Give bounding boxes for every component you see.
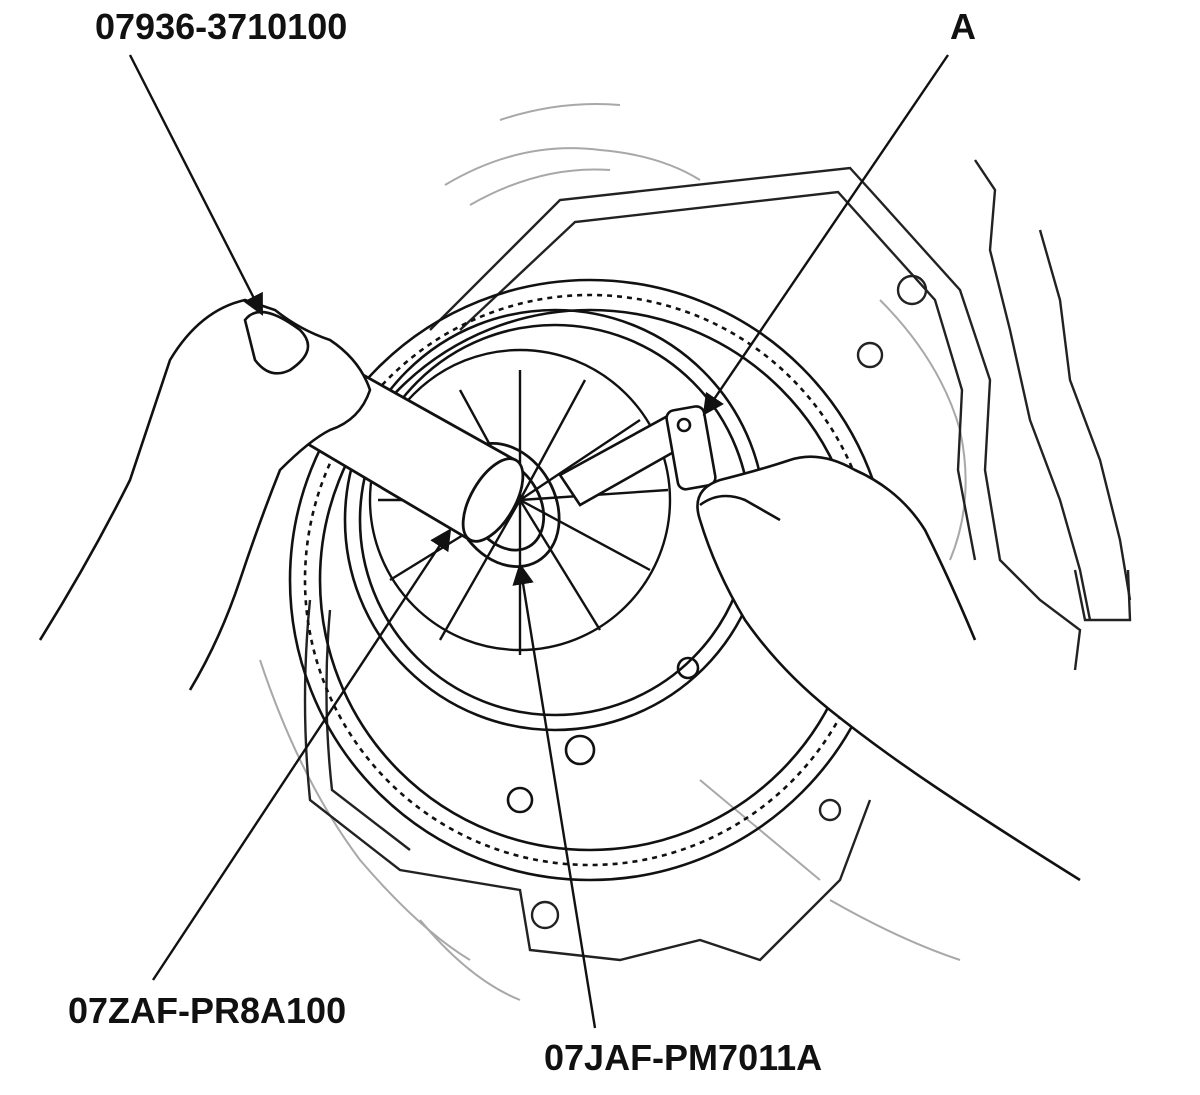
- left-hand: [38, 298, 372, 691]
- leader-a: [702, 54, 949, 416]
- leader-07jaf-pm7011a: [512, 562, 597, 1029]
- leader-07zaf-pr8a100: [151, 528, 452, 981]
- transmission-case-plate: [303, 166, 1082, 962]
- engine-housing-outline: [259, 103, 967, 1001]
- right-hand: [696, 455, 1081, 882]
- leader-07936-3710100: [128, 54, 264, 316]
- callout-tool-07jaf: 07JAF-PM7011A: [544, 1037, 823, 1078]
- lever-a: [558, 405, 717, 507]
- pressure-plate: [343, 308, 767, 814]
- callout-tool-07zaf: 07ZAF-PR8A100: [68, 990, 347, 1031]
- callout-a: A: [950, 6, 976, 47]
- callout-tool-07936: 07936-3710100: [95, 6, 348, 47]
- leader-lines: [128, 54, 949, 1029]
- exhaust-pipes: [974, 159, 1132, 622]
